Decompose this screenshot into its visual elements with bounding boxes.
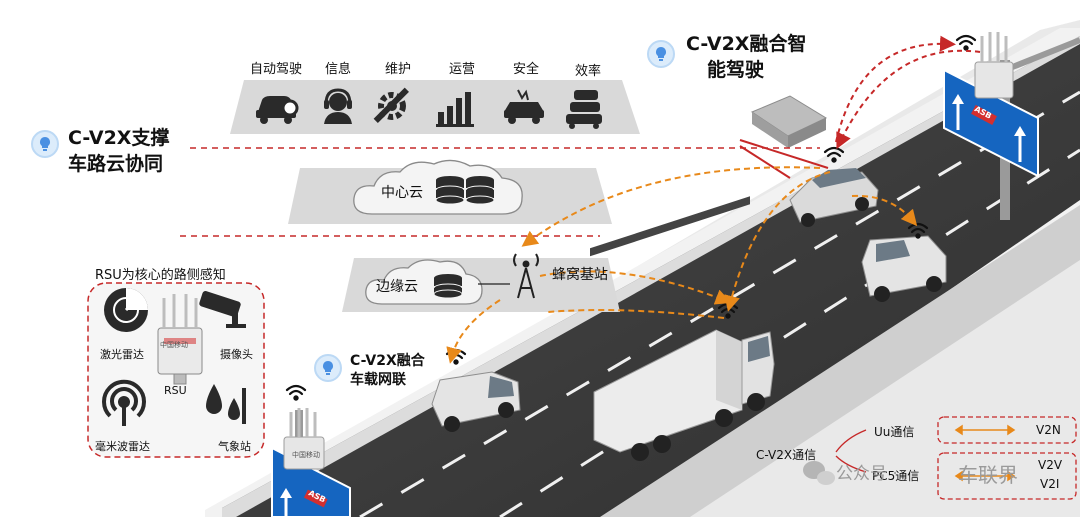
rsu-unit-bottom — [283, 408, 325, 470]
heading-fusion-driving-line2: 能驾驶 — [707, 59, 765, 81]
van-right — [861, 235, 947, 302]
data-flow-links — [446, 166, 918, 364]
heading-vehicle-net-line2: 车载网联 — [350, 372, 406, 388]
traffic-cars-icon — [566, 90, 602, 129]
signal-icon — [285, 384, 307, 401]
watermark-prefix: 公众号 · — [836, 464, 898, 484]
signal-icon — [445, 348, 467, 365]
camera-icon — [199, 290, 246, 328]
legend-uu-label: Uu通信 — [874, 425, 915, 439]
rsu-label-mmwave: 毫米波雷达 — [95, 440, 150, 453]
van-left — [431, 371, 521, 432]
mmwave-radar-icon — [102, 379, 146, 426]
rsu-unit-bottom-brand: 中国移动 — [292, 451, 320, 459]
heading-cloud-support-line1: C-V2X支撑 — [68, 127, 170, 149]
legend — [835, 416, 1077, 500]
gantry-sign-top — [943, 37, 1080, 220]
heading-vehicle-net-line1: C-V2X融合 — [350, 353, 425, 369]
service-label-efficiency: 效率 — [574, 64, 601, 79]
legend-box-v2n — [937, 416, 1077, 444]
legend-branch-uu — [835, 429, 867, 453]
service-icons — [256, 87, 602, 129]
wechat-logo-icon — [803, 461, 835, 485]
obu-device — [750, 95, 828, 148]
rsu-label-rsu: RSU — [164, 384, 187, 397]
legend-group-label: C-V2X通信 — [756, 448, 817, 462]
service-label-autonomous: 自动驾驶 — [249, 62, 302, 77]
legend-v2n-label: V2N — [1036, 423, 1061, 437]
service-label-maintenance: 维护 — [384, 62, 411, 77]
rsu-label-weather: 气象站 — [218, 440, 251, 453]
lidar-icon — [104, 288, 148, 332]
tier-separators — [180, 139, 829, 237]
autonomous-car-icon — [256, 96, 299, 124]
heading-cloud-support-line2: 车路云协同 — [68, 153, 164, 175]
signal-icon — [907, 222, 929, 239]
truck — [590, 196, 775, 461]
rsu-sensing-title: RSU为核心的路侧感知 — [95, 268, 226, 283]
legend-v2i-label: V2I — [1040, 477, 1060, 491]
bar-chart-icon — [436, 92, 474, 127]
heading-fusion-driving-line1: C-V2X融合智 — [686, 33, 807, 55]
legend-v2v-label: V2V — [1038, 458, 1063, 472]
rsu-device-icon — [157, 294, 203, 385]
gear-wrench-icon — [373, 87, 409, 123]
signal-icon — [955, 34, 977, 51]
service-label-info: 信息 — [324, 62, 351, 77]
legend-box-pc5 — [937, 452, 1077, 500]
legend-pc5-label: PC5通信 — [872, 469, 920, 483]
tier-label-edge-cloud: 边缘云 — [376, 279, 418, 295]
rsu-label-lidar: 激光雷达 — [100, 348, 144, 361]
signal-icon — [823, 146, 845, 163]
rsu-sensing-icons — [102, 288, 246, 426]
rsu-unit-top — [974, 32, 1014, 99]
service-label-operation: 运营 — [448, 62, 475, 77]
tier-label-central-cloud: 中心云 — [381, 185, 423, 201]
bulb-icon — [31, 130, 59, 158]
collision-icon — [504, 89, 544, 124]
watermark-name: 车联界 — [958, 463, 1018, 487]
legend-arrow-pc5 — [954, 470, 1016, 482]
service-label-safety: 安全 — [512, 62, 539, 77]
headset-agent-icon — [324, 88, 352, 124]
v2n-links — [835, 35, 981, 150]
legend-branch-pc5 — [835, 455, 867, 473]
rsu-device-brand: 中国移动 — [160, 341, 188, 349]
cell-tower-icon — [478, 253, 539, 299]
weather-drop-icon — [206, 384, 246, 424]
database-icon — [433, 176, 495, 299]
bulb-icon — [314, 354, 342, 382]
legend-arrow-uu — [954, 424, 1016, 436]
lane-markings — [359, 90, 1080, 517]
bulb-icon — [647, 40, 675, 68]
tier-label-cellular-station: 蜂窝基站 — [552, 267, 608, 283]
rsu-label-camera: 摄像头 — [220, 348, 253, 361]
